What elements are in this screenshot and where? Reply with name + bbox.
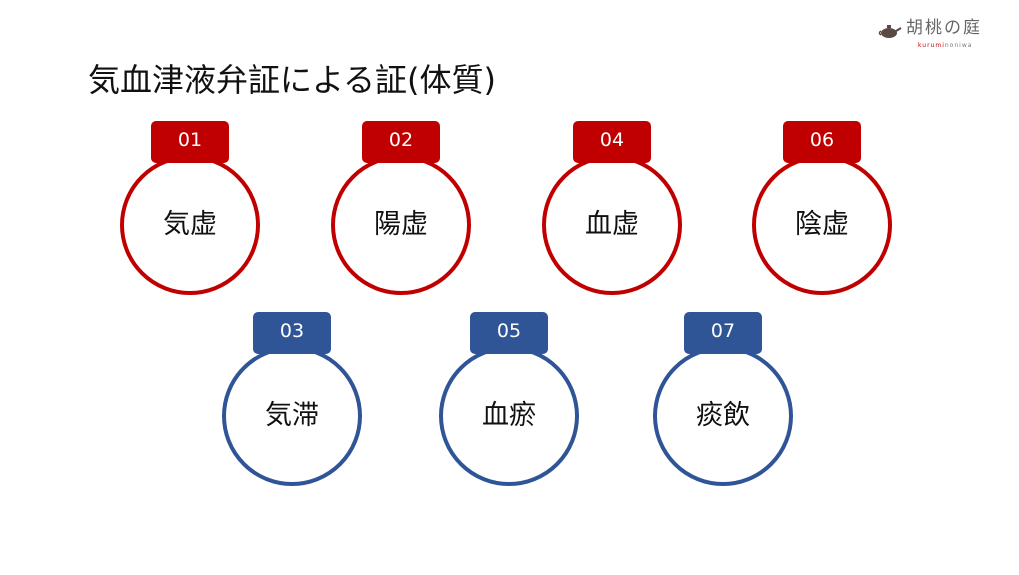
number-badge: 07 <box>684 312 762 354</box>
logo-subtext-red: kurumi <box>918 42 945 49</box>
circle <box>752 155 892 295</box>
number-badge: 05 <box>470 312 548 354</box>
type-label: 陽虚 <box>374 209 428 240</box>
type-label: 痰飲 <box>696 400 750 431</box>
logo-subtext-gray: noniwa <box>944 42 973 49</box>
type-item-tanin: 07 痰飲 <box>653 312 793 486</box>
type-item-kitai: 03 気滞 <box>222 312 362 486</box>
teapot-icon <box>878 25 902 38</box>
type-item-kikyo: 01 気虚 <box>120 121 260 295</box>
type-item-kekkyo: 04 血虚 <box>542 121 682 295</box>
type-label: 気滞 <box>265 400 319 431</box>
type-item-inkyo: 06 陰虚 <box>752 121 892 295</box>
number-badge: 04 <box>573 121 651 163</box>
slide-title: 気血津液弁証による証(体質) <box>88 61 497 99</box>
logo-text: 胡桃の庭 <box>906 18 982 38</box>
circle <box>331 155 471 295</box>
number-badge: 01 <box>151 121 229 163</box>
type-label: 血瘀 <box>482 400 536 431</box>
circle <box>653 346 793 486</box>
number-badge: 02 <box>362 121 440 163</box>
type-label: 陰虚 <box>795 209 849 240</box>
circle <box>222 346 362 486</box>
number-badge: 06 <box>783 121 861 163</box>
type-label: 血虚 <box>585 209 639 240</box>
type-item-youkyo: 02 陽虚 <box>331 121 471 295</box>
number-badge: 03 <box>253 312 331 354</box>
logo-subtext: kuruminoniwa <box>918 42 972 50</box>
logo: 胡桃の庭 kuruminoniwa <box>878 18 1008 52</box>
type-label: 気虚 <box>163 209 217 240</box>
type-item-oketsu: 05 血瘀 <box>439 312 579 486</box>
circle <box>542 155 682 295</box>
